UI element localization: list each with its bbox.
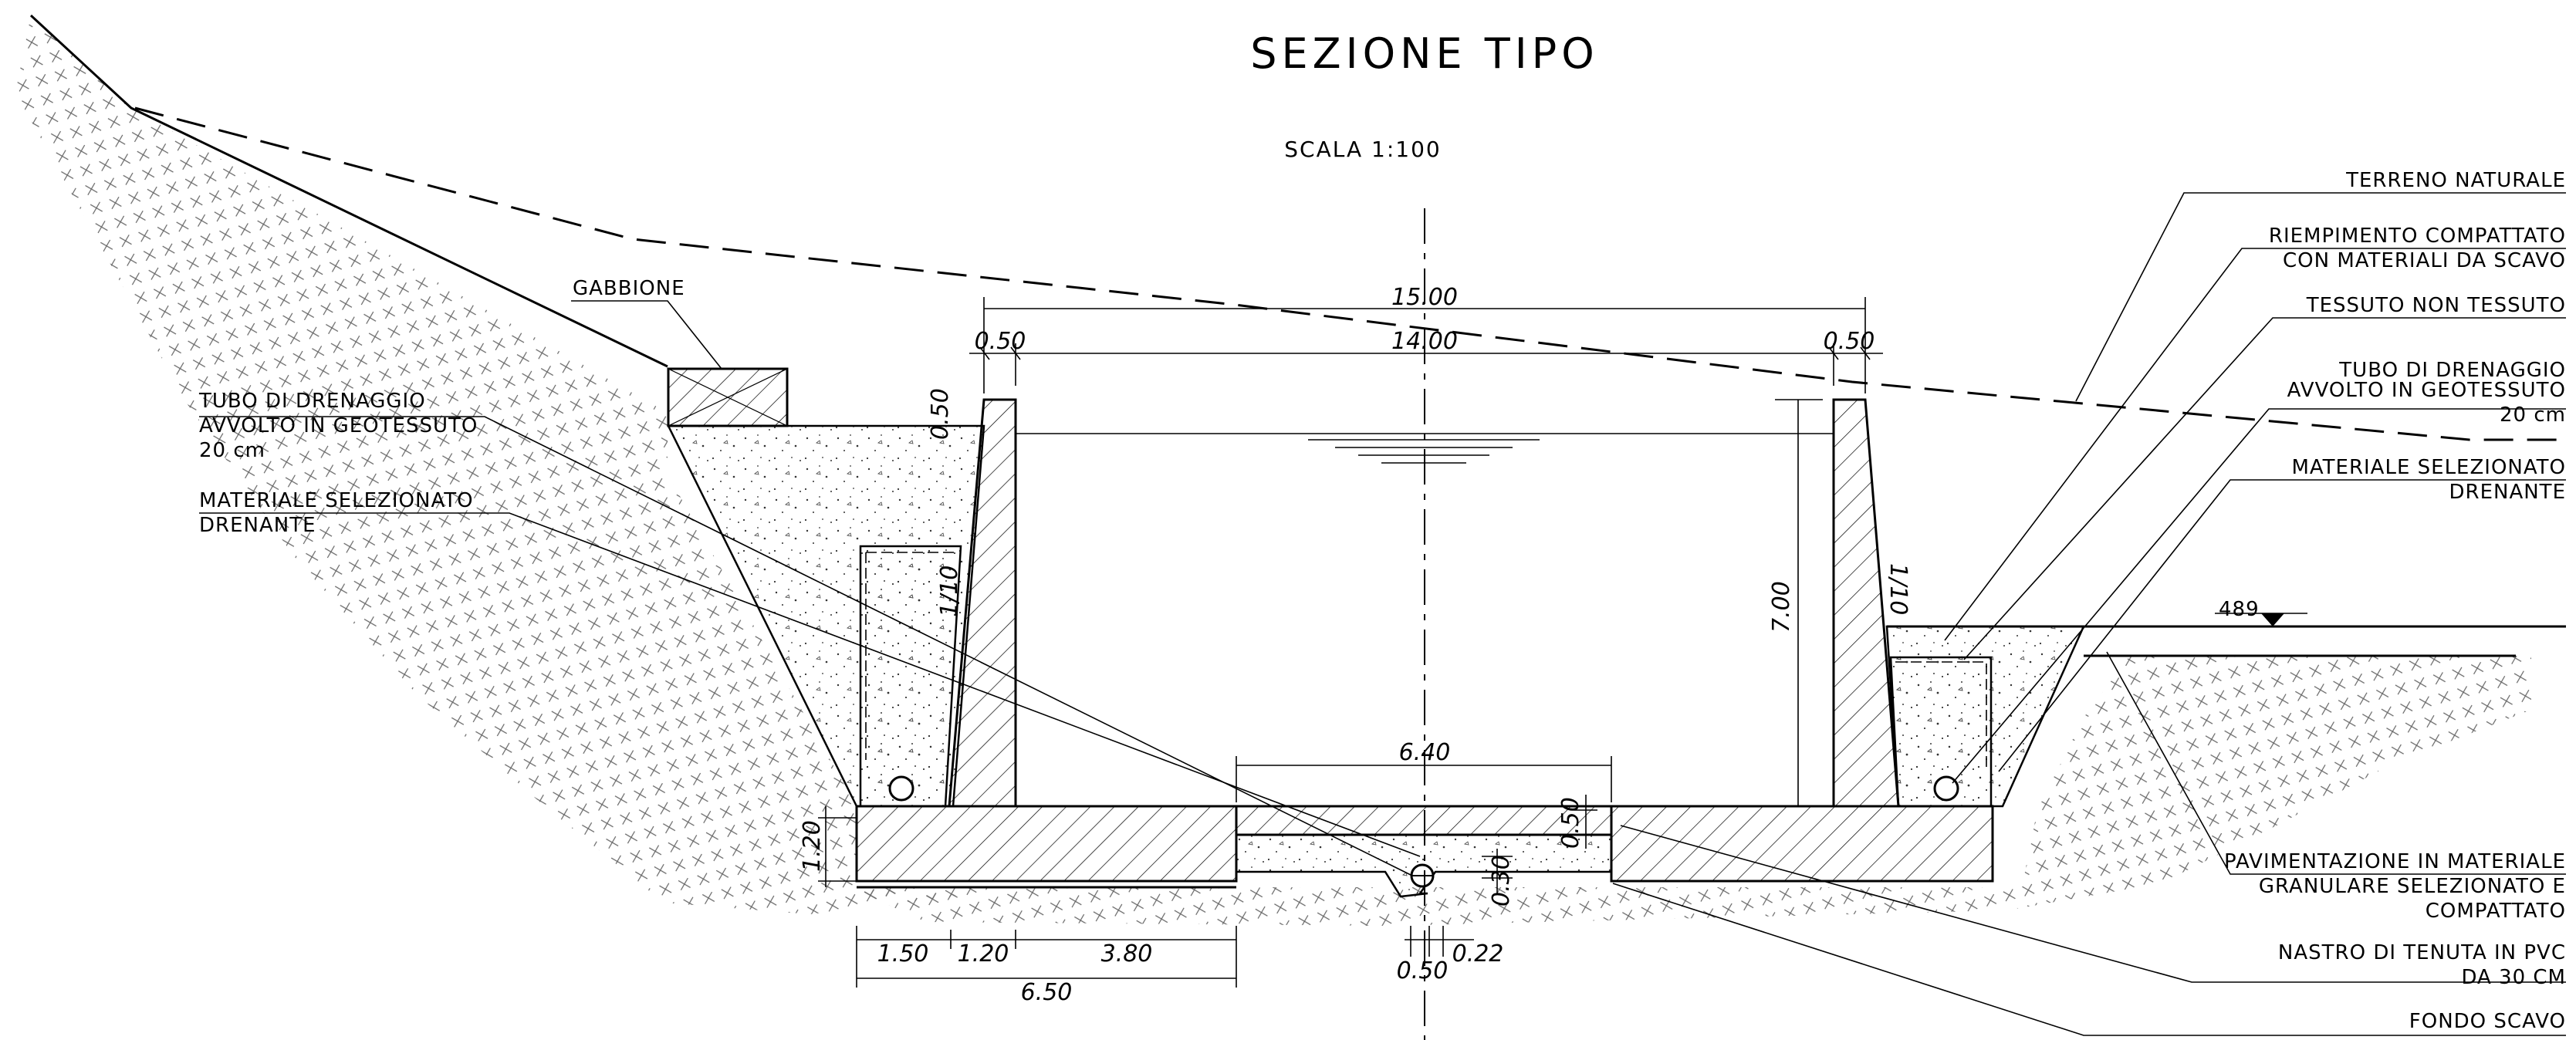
dim-base-2: 1.20	[958, 940, 1009, 967]
dim-height: 7.00	[1768, 581, 1795, 633]
left-drain-pipe	[888, 775, 914, 802]
base-line	[857, 880, 1993, 889]
label-right-tubo-3: 20 cm	[2500, 404, 2566, 427]
right-ground-line	[1887, 625, 2566, 657]
natural-ground-line	[134, 106, 2562, 441]
label-left-tubo-1: TUBO DI DRENAGGIO	[198, 390, 426, 413]
label-tessuto: TESSUTO NON TESSUTO	[2306, 294, 2566, 317]
dim-slope-right: 1/10	[1885, 563, 1912, 615]
label-left-mat-2: DRENANTE	[199, 514, 316, 537]
label-right-mat-2: DRENANTE	[2449, 481, 2566, 504]
dim-base-1: 1.50	[877, 940, 929, 967]
label-right-mat-1: MATERIALE SELEZIONATO	[2291, 456, 2566, 479]
leader-lines	[199, 192, 2566, 1036]
dim-foundation: 1.20	[799, 820, 826, 872]
dim-channel: 0.50	[1397, 957, 1449, 984]
left-geotextile	[865, 552, 957, 760]
label-left-mat-1: MATERIALE SELEZIONATO	[199, 489, 474, 512]
dim-bottom-gap: 6.40	[1399, 739, 1451, 766]
dim-wall-left: 0.50	[975, 328, 1026, 355]
label-left-tubo-3: 20 cm	[199, 439, 265, 462]
terrain-profile-line	[29, 14, 668, 368]
label-left-tubo-2: AVVOLTO IN GEOTESSUTO	[199, 414, 478, 437]
label-riemp-2: CON MATERIALI DA SCAVO	[2283, 249, 2566, 272]
right-drain-material	[1889, 656, 1993, 808]
right-foundation	[1610, 805, 1994, 883]
label-right-tubo-2: AVVOLTO IN GEOTESSUTO	[2287, 379, 2566, 402]
label-right-tubo-1: TUBO DI DRENAGGIO	[2338, 359, 2566, 382]
label-nastro-2: DA 30 CM	[2461, 966, 2566, 989]
label-pav-1: PAVIMENTAZIONE IN MATERIALE	[2224, 850, 2566, 873]
dim-width-total: 15.00	[1391, 284, 1458, 311]
label-terreno: TERRENO NATURALE	[2345, 169, 2566, 192]
dim-channel-2: 0.22	[1452, 940, 1504, 967]
right-geotextile	[1895, 661, 1987, 772]
dim-slab-gap: 0.50	[1557, 797, 1584, 849]
label-nastro-1: NASTRO DI TENUTA IN PVC	[2278, 941, 2566, 964]
left-foundation	[855, 805, 1238, 883]
gabion-cross	[668, 368, 788, 427]
label-pav-2: GRANULARE SELEZIONATO E	[2259, 875, 2566, 898]
drawing-scale: SCALA 1:100	[1284, 137, 1441, 162]
label-riemp-1: RIEMPIMENTO COMPATTATO	[2269, 225, 2566, 248]
label-fondo: FONDO SCAVO	[2409, 1010, 2566, 1033]
dim-slope-left: 1/10	[936, 566, 963, 617]
label-pav-3: COMPATTATO	[2426, 900, 2566, 923]
dim-width-inner: 14.00	[1391, 328, 1458, 355]
dim-wall-right: 0.50	[1824, 328, 1875, 355]
dim-lines	[818, 297, 1883, 988]
label-gabbione: GABBIONE	[573, 277, 685, 300]
drawing-title: SEZIONE TIPO	[1250, 29, 1598, 78]
dim-wall-top: 0.50	[927, 388, 954, 440]
dim-base-total: 6.50	[1021, 979, 1073, 1006]
dim-slab-depth: 0.30	[1488, 855, 1515, 907]
elevation-value: 489	[2219, 598, 2260, 621]
elevation-marker	[2261, 613, 2284, 626]
soil-left	[15, 15, 965, 914]
dim-base-3: 3.80	[1101, 940, 1153, 967]
soil-bottom	[849, 656, 2531, 926]
